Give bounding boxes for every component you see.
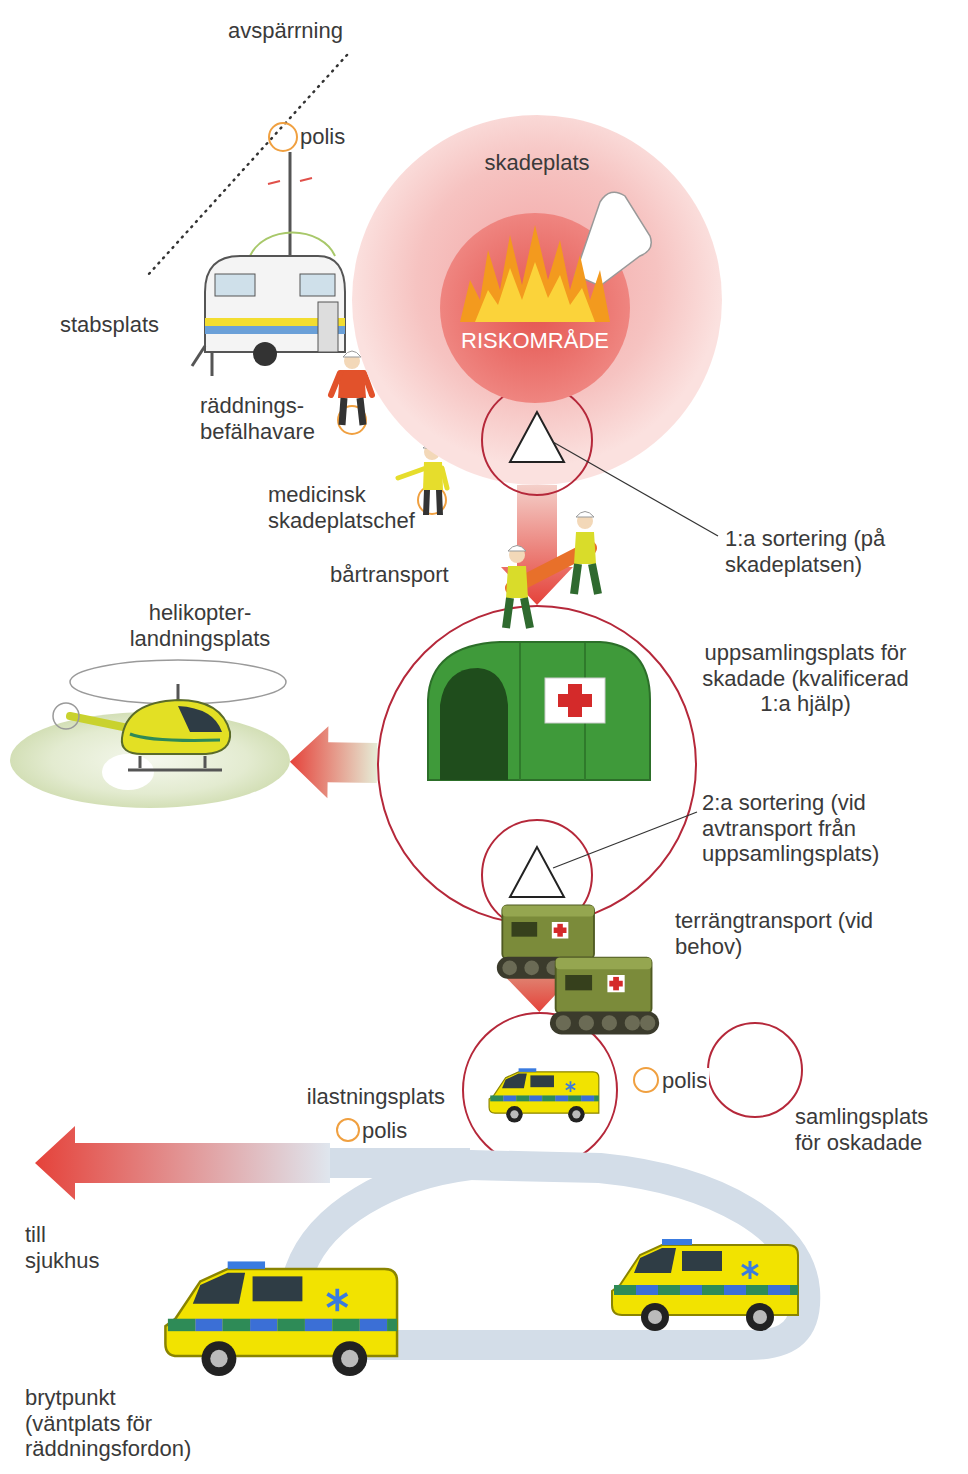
stretcher-bearers (506, 598, 530, 628)
command-trailer (205, 256, 345, 352)
medical-tent (558, 694, 592, 707)
helicopter-icon (122, 700, 230, 754)
node-label: skadeplats (352, 150, 722, 176)
fire-and-wreck (575, 192, 651, 286)
transport-label: terrängtransport (vid behov) (675, 908, 875, 959)
medical-tent (428, 642, 650, 780)
helipad-shape (10, 712, 290, 808)
stretcher-bearers (508, 546, 526, 552)
staging-loop-shape (330, 1163, 600, 1168)
command-trailer (253, 342, 277, 366)
role-label: räddnings- befälhavare (200, 393, 340, 444)
uninjured-assembly-circle: samlingsplats för oskadade (707, 1022, 803, 1118)
medical-commander-figure (426, 490, 440, 515)
command-trailer (300, 274, 335, 296)
police-label: polis (300, 124, 345, 150)
command-trailer (268, 178, 312, 184)
police-markers (269, 123, 297, 151)
stretcher-bearers (574, 532, 596, 564)
command-post-label: stabsplats (60, 312, 159, 338)
to-hospital-arrow (35, 1126, 330, 1200)
medical-tent (545, 678, 605, 723)
node-label: brytpunkt (väntplats för räddningsfordon… (25, 1385, 205, 1462)
first-triage-marker (553, 442, 718, 536)
fire-and-wreck (460, 192, 651, 322)
casualty-collection-shape (378, 606, 696, 924)
police-markers (337, 1119, 359, 1141)
stretcher-bearers (574, 564, 598, 594)
commander-figure (342, 398, 363, 425)
uninjured-assembly-shape (707, 1022, 803, 1118)
node-label: samlingsplats för oskadade (795, 1104, 955, 1155)
command-trailer (318, 302, 338, 352)
destination-label: till sjukhus (25, 1222, 105, 1273)
flow-arrow (290, 726, 377, 798)
police-label: polis (660, 1068, 709, 1094)
command-trailer (250, 233, 335, 256)
flow-arrow (501, 485, 573, 605)
police-label: polis (362, 1118, 407, 1144)
command-trailer (289, 152, 292, 256)
police-markers (634, 1068, 658, 1092)
command-trailer (192, 152, 345, 376)
node-label: RISKOMRÅDE (440, 328, 630, 354)
tracked-vehicles (550, 958, 659, 1035)
staging-loop-shape (150, 1150, 820, 1380)
loading-point-shape (462, 1012, 618, 1168)
casualty-collection-circle: uppsamlingsplats för skadade (kvalificer… (377, 605, 697, 925)
helicopter-icon (128, 756, 222, 770)
helicopter-icon (53, 703, 79, 729)
triage-callout: 2:a sortering (vid avtransport från upps… (702, 790, 942, 867)
risk-area-shape (440, 213, 630, 403)
stretcher-bearers (576, 512, 594, 518)
helicopter-icon (53, 660, 286, 770)
risk-area-circle: RISKOMRÅDE (440, 213, 630, 403)
incident-site-circle: skadeplats RISKOMRÅDE (352, 115, 722, 485)
helicopter-icon (70, 660, 286, 704)
loading-point-shape (489, 1068, 599, 1122)
loading-point-circle: ilastningsplats (462, 1012, 618, 1168)
triage-callout: 1:a sortering (på skadeplatsen) (725, 526, 960, 577)
cordon-line (148, 55, 347, 275)
tracked-vehicles (497, 906, 659, 1035)
fire-and-wreck (460, 225, 610, 322)
medical-tent (440, 668, 508, 780)
incident-site-shape (352, 115, 722, 485)
ambulance (165, 1261, 397, 1376)
medical-commander-figure (398, 468, 447, 488)
ambulance (612, 1239, 798, 1331)
first-triage-marker (482, 385, 718, 536)
first-triage-marker (510, 412, 564, 462)
fire-and-wreck (475, 262, 595, 322)
role-label: medicinsk skadeplatschef (268, 482, 433, 533)
helipad-shape (102, 754, 154, 790)
node-label: helikopter- landningsplats (115, 600, 285, 651)
helipad-ellipse: helikopter- landningsplats (10, 712, 290, 808)
commander-figure (343, 351, 361, 357)
helicopter-icon (178, 706, 222, 732)
cordon-label: avspärrning (228, 18, 343, 44)
stretcher-bearers (506, 512, 598, 629)
staging-loop-band: brytpunkt (väntplats för räddningsfordon… (150, 1150, 820, 1380)
commander-figure (331, 373, 372, 395)
second-triage-marker (553, 812, 697, 868)
command-trailer (211, 352, 214, 376)
second-triage-marker (510, 847, 564, 897)
loading-point-shape (463, 1013, 617, 1167)
casualty-collection-shape (377, 605, 697, 925)
node-label: uppsamlingsplats för skadade (kvalificer… (688, 640, 923, 717)
command-trailer (192, 346, 205, 366)
helicopter-icon (130, 734, 220, 740)
command-trailer (215, 274, 255, 296)
medical-commander-figure (418, 486, 446, 514)
transport-label: bårtransport (330, 562, 449, 588)
medical-tent (428, 642, 650, 780)
node-label: ilastningsplats (307, 1084, 445, 1110)
uninjured-assembly-shape (708, 1023, 802, 1117)
stretcher-bearers (506, 566, 528, 598)
